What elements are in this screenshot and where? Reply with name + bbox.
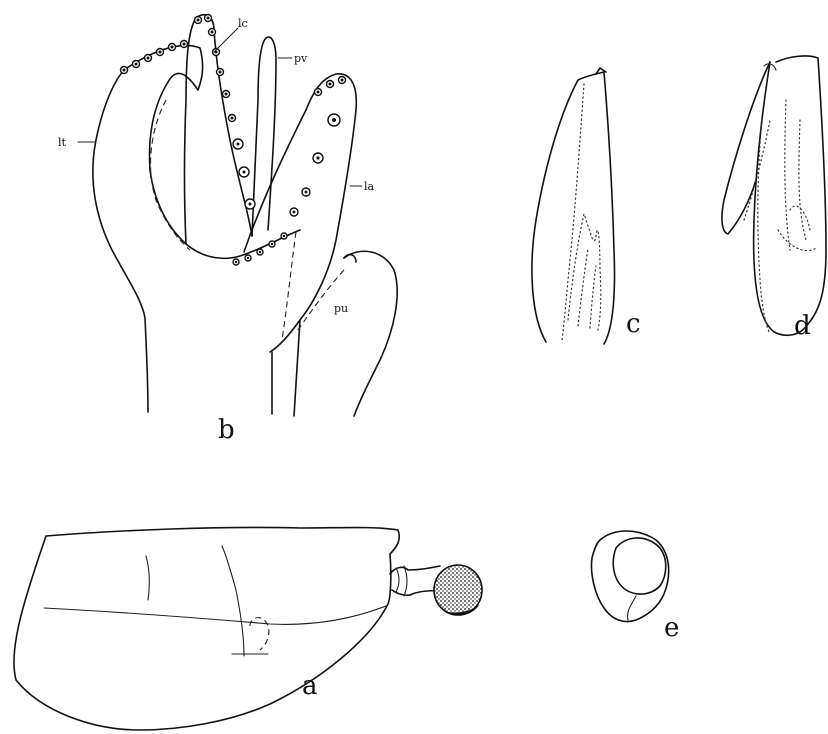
label-lt: lt bbox=[58, 136, 67, 149]
process-pu-outline bbox=[344, 251, 397, 416]
label-pv: pv bbox=[294, 52, 308, 65]
figure-d-drawing bbox=[722, 56, 826, 335]
process-pu-stem-mid bbox=[294, 320, 300, 416]
lobe-lt-outline bbox=[93, 70, 148, 412]
label-pu: pu bbox=[334, 302, 348, 315]
figure-e-drawing bbox=[592, 531, 669, 622]
panel-letter-b: b bbox=[218, 415, 235, 445]
process-pu-dashed-line bbox=[298, 270, 344, 330]
figure-c-drawing bbox=[532, 68, 615, 344]
figure-b-drawing bbox=[78, 15, 397, 417]
panel-letter-a: a bbox=[302, 671, 318, 701]
panel-letter-d: d bbox=[794, 311, 811, 341]
label-la: la bbox=[364, 180, 375, 193]
process-pu-notch bbox=[344, 255, 356, 262]
lobe-lt-inner bbox=[124, 45, 300, 258]
lobe-la-dashed-line bbox=[282, 232, 296, 340]
setal-sockets bbox=[121, 15, 346, 266]
digit-pv-outline bbox=[252, 37, 276, 236]
panel-letter-e: e bbox=[664, 613, 679, 643]
panel-letter-c: c bbox=[626, 309, 641, 339]
label-lc: lc bbox=[238, 17, 248, 30]
figure-a-drawing bbox=[14, 527, 482, 730]
leader-lc bbox=[214, 28, 238, 52]
